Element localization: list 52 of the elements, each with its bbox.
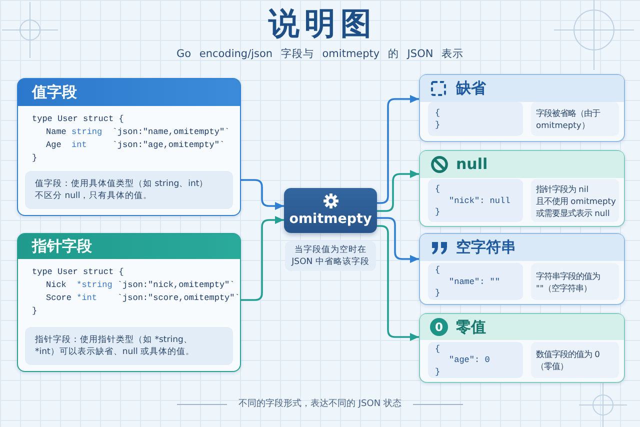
title: 说明图 [267,5,376,43]
code-line: Score *int `json:"score,omitempty"` [46,292,240,304]
arrow [377,170,419,212]
result-card [419,74,625,142]
panel-header: 值字段 [18,79,240,106]
result-card [419,150,625,227]
arrow [377,217,419,264]
note-box: 数值字段的值为 0（零值） [531,342,619,378]
arrow [377,94,419,204]
code-line: } [435,287,440,299]
code-line: Name string `json:"name,omitempty"` [46,126,230,138]
code-line: Age int `json:"age,omitempty"` [46,139,225,151]
note-box: 指针字段：使用指针类型（如 *string、*int）可以表示缺省、null 或具体的值。 [25,327,233,365]
code-line: "nick": null [449,194,510,206]
code-line: Nick *string `json:"nick,omitempty"` [46,279,235,291]
code-line: } [435,366,440,378]
result-card [419,313,625,383]
code-panel [17,78,241,216]
result-card [419,233,625,305]
panel-heading: 缺省 [456,78,486,99]
process-label: omitmepty [289,211,372,227]
panel-heading: null [456,154,488,175]
code-line: { [435,107,440,120]
arrow [377,225,419,342]
arrow [241,216,284,301]
note-box: 字符串字段的值为 ""（空字符串） [531,263,619,300]
note-box: 字段被省略（由于 omitmepty） [531,102,619,136]
note-box: 当字段值为空时在 JSON 中省略该字段 [285,241,376,271]
note-box: 值字段：使用具体值类型（如 string、int）不区分 null，只有具体的值。 [25,171,233,209]
panel-heading: 零值 [456,317,486,338]
subtitle: Go encoding/json 字段与 omitmepty 的 JSON 表示 [176,47,464,61]
code-line: type User struct { [32,266,124,278]
panel-header: 指针字段 [18,234,240,259]
caption: 不同的字段形式，表达不同的 JSON 状态 [238,398,402,410]
process-box [284,188,377,233]
code-line: type User struct { [32,113,124,125]
code-box [428,179,523,222]
code-panel [17,233,241,372]
number-badge: 0 [430,318,448,336]
code-box [428,102,523,136]
arrow [241,179,284,210]
panel-heading: 空字符串 [456,237,516,258]
code-line: { [435,183,440,195]
code-line: } [435,206,440,218]
code-line: "name": "" [449,276,500,288]
code-line: { [435,342,440,354]
code-line: } [32,152,38,164]
code-line: "age": 0 [449,354,490,366]
code-line: } [32,305,38,317]
code-line: } [435,118,440,131]
code-line: { [435,264,440,276]
note-box: 指针字段为 nil 且不使用 omitmepty 或需要显式表示 null [531,179,619,222]
